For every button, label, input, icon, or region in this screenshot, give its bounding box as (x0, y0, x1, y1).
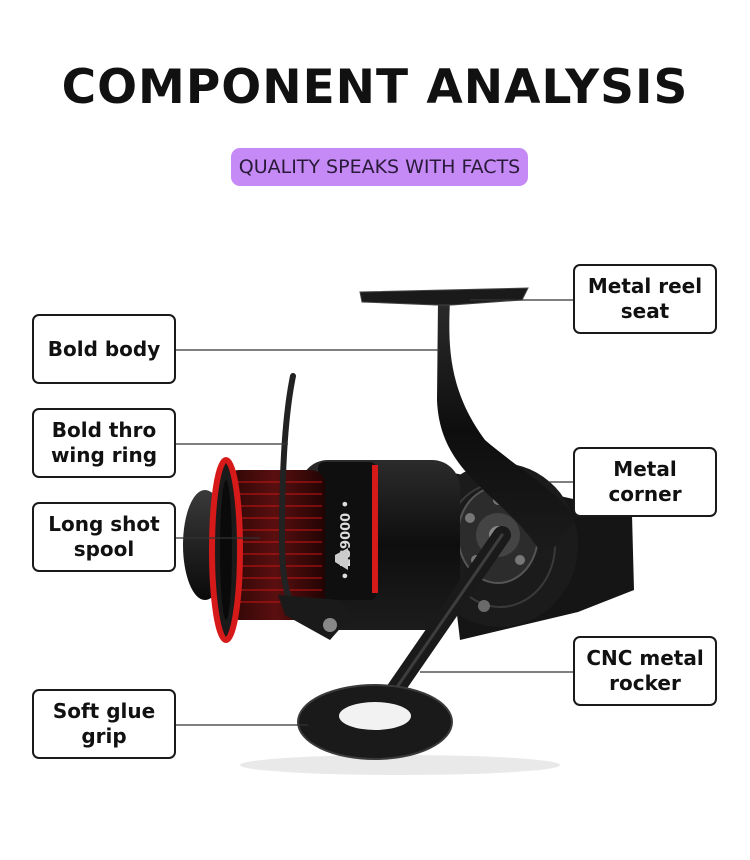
label-metal-reel-seat: Metal reel seat (573, 264, 717, 334)
label-soft-glue-grip: Soft glue grip (32, 689, 176, 759)
bail-wire (278, 373, 299, 615)
label-bold-throwing-ring: Bold thro wing ring (32, 408, 176, 478)
label-text: Metal reel seat (587, 274, 703, 323)
metal-reel-seat (359, 287, 529, 306)
label-text: Bold thro wing ring (50, 418, 158, 467)
leader-lines (176, 299, 575, 726)
label-cnc-metal-rocker: CNC metal rocker (573, 636, 717, 706)
label-long-shot-spool: Long shot spool (32, 502, 176, 572)
label-text: Soft glue grip (52, 699, 156, 748)
label-text: CNC metal rocker (586, 646, 704, 695)
label-bold-body: Bold body (32, 314, 176, 384)
label-text: Bold body (47, 336, 161, 361)
page-title: COMPONENT ANALYSIS (61, 60, 689, 115)
reel-shadow (240, 755, 560, 775)
reel-stem (437, 300, 575, 560)
brand-mark (335, 548, 348, 570)
tagline-badge: QUALITY SPEAKS WITH FACTS (231, 148, 528, 186)
screw (478, 600, 490, 612)
spool (225, 470, 325, 620)
label-metal-corner: Metal corner (573, 447, 717, 517)
label-text: Metal corner (608, 457, 682, 506)
label-text: Long shot spool (48, 512, 160, 561)
